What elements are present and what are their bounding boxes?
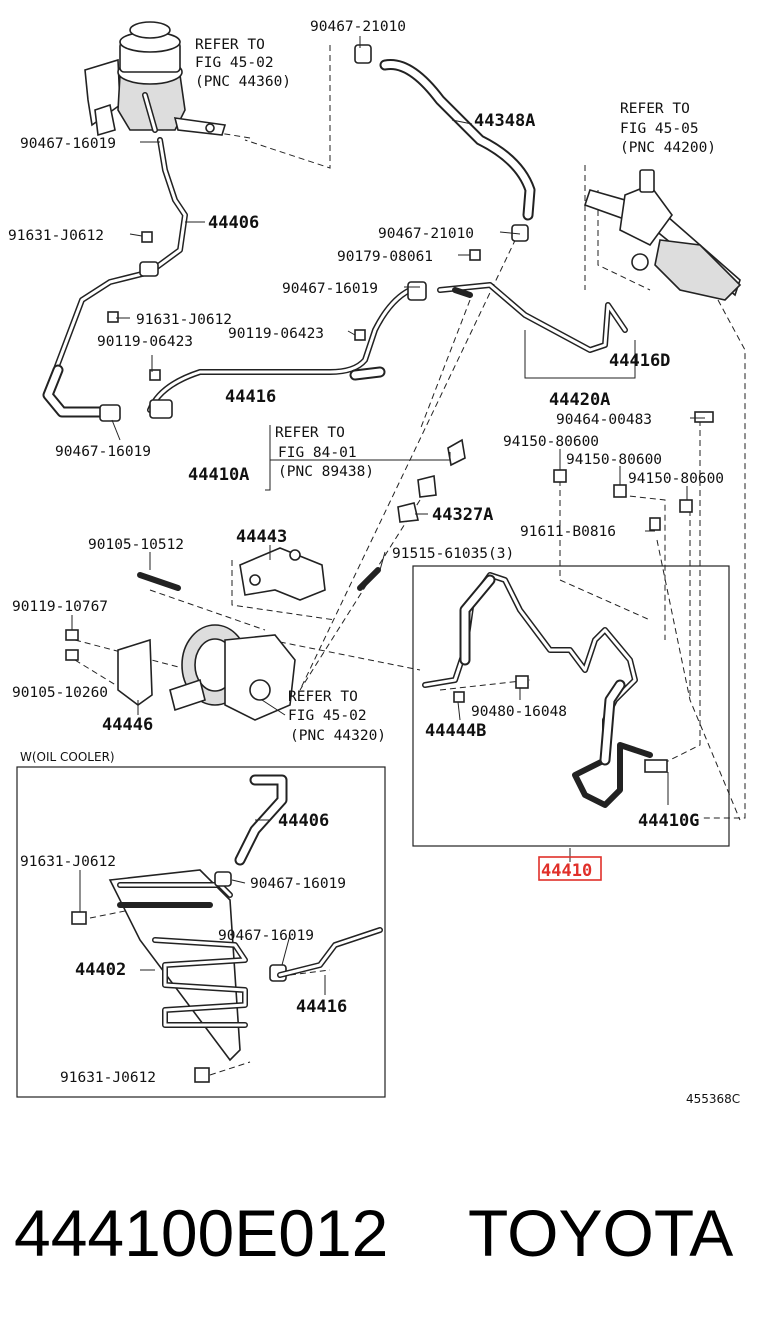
diagram-code: 455368C — [686, 1092, 740, 1106]
part-label: 94150-80600 — [566, 452, 662, 468]
small-fasteners — [65, 231, 714, 661]
part-label: 90119-06423 — [228, 326, 324, 342]
part-label: 90467-16019 — [282, 281, 378, 297]
hose-44406 — [42, 137, 188, 422]
part-label: 90105-10512 — [88, 537, 184, 553]
part-label: 91515-61035(3) — [392, 546, 514, 562]
ref-note-line: (PNC 44360) — [195, 74, 291, 90]
ref-note-line: FIG 45-02 — [288, 708, 367, 724]
part-label: 94150-80600 — [503, 434, 599, 450]
ref-note-line: REFER TO — [275, 425, 345, 441]
part-label: 44402 — [75, 960, 126, 980]
ref-note-line: FIG 45-05 — [620, 121, 699, 137]
part-label: 44410A — [188, 465, 249, 485]
steering-gear — [583, 169, 742, 301]
part-label: 94150-80600 — [628, 471, 724, 487]
hose-44416D — [437, 282, 628, 353]
part-label: 90464-00483 — [556, 412, 652, 428]
part-label: 44443 — [236, 527, 287, 547]
box-44410 — [412, 565, 730, 847]
part-label: 91631-J0612 — [8, 228, 104, 244]
part-label: 44420A — [549, 390, 610, 410]
bracket-44446 — [117, 638, 153, 706]
part-label: 90480-16048 — [471, 704, 567, 720]
footer-part-number: 444100E012 — [14, 1196, 388, 1270]
ref-note-line: (PNC 44200) — [620, 140, 716, 156]
part-label: 91631-J0612 — [136, 312, 232, 328]
part-label: 91631-J0612 — [60, 1070, 156, 1086]
oil-cooler-box — [16, 766, 386, 1098]
part-label: 44410G — [638, 811, 699, 831]
ref-note-line: (PNC 89438) — [278, 464, 374, 480]
part-label: 90467-16019 — [218, 928, 314, 944]
part-label: 44416 — [296, 997, 347, 1017]
ref-note-line: FIG 84-01 — [278, 445, 357, 461]
part-label-highlighted: 44410 — [541, 861, 592, 881]
part-label: 90119-10767 — [12, 599, 108, 615]
part-label: 44446 — [102, 715, 153, 735]
part-label: 90467-21010 — [310, 19, 406, 35]
highlight-box — [538, 856, 602, 881]
part-label: 44327A — [432, 505, 493, 525]
part-label: 44416D — [609, 351, 670, 371]
part-label: 90105-10260 — [12, 685, 108, 701]
part-label: 91631-J0612 — [20, 854, 116, 870]
part-label: 44416 — [225, 387, 276, 407]
reservoir-assembly — [84, 21, 227, 137]
hose-44416 — [147, 281, 427, 419]
footer-brand: TOYOTA — [468, 1196, 733, 1270]
ref-note-line: FIG 45-02 — [195, 55, 274, 71]
part-label: 90467-21010 — [378, 226, 474, 242]
part-label: 91611-B0816 — [520, 524, 616, 540]
part-label: 90119-06423 — [97, 334, 193, 350]
bracket-44443 — [239, 547, 326, 601]
reference-notes: REFER TO FIG 45-02 (PNC 44360) REFER TO … — [195, 37, 716, 744]
part-label: 90179-08061 — [337, 249, 433, 265]
part-label: 44348A — [474, 111, 535, 131]
part-label: 90467-16019 — [55, 444, 151, 460]
ref-note-line: REFER TO — [288, 689, 358, 705]
part-label: 44406 — [208, 213, 259, 233]
ref-note-line: (PNC 44320) — [290, 728, 386, 744]
hose-44348A — [354, 44, 536, 242]
part-labels: 90467-21010 44348A 90467-16019 44406 916… — [8, 19, 724, 881]
oil-cooler-labels: W(OIL COOLER) 44406 91631-J0612 90467-16… — [20, 750, 347, 1086]
part-label: 90467-16019 — [250, 876, 346, 892]
leader-lines — [71, 36, 705, 995]
ref-note-line: REFER TO — [620, 101, 690, 117]
part-label: 44444B — [425, 721, 486, 741]
oil-cooler-title: W(OIL COOLER) — [20, 750, 115, 764]
part-label: 44406 — [278, 811, 329, 831]
part-label: 90467-16019 — [20, 136, 116, 152]
pump-assembly — [169, 624, 296, 721]
ref-note-line: REFER TO — [195, 37, 265, 53]
